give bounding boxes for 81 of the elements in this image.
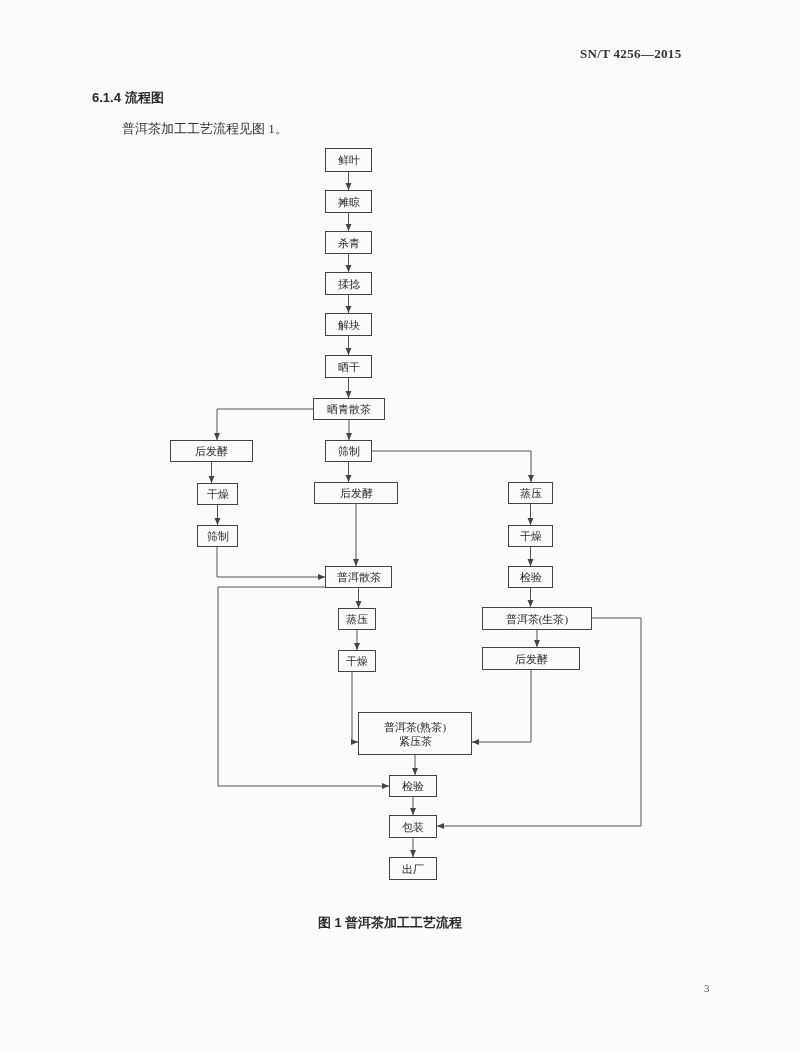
arrow	[471, 669, 532, 745]
step-label: 揉捻	[337, 276, 360, 291]
arrow	[214, 408, 314, 441]
section-heading: 6.1.4 流程图	[92, 89, 164, 107]
figure-caption: 图 1 普洱茶加工工艺流程	[316, 914, 464, 932]
arrow	[345, 212, 352, 232]
step-label: 晒青散茶	[327, 402, 371, 416]
step-label: 包装	[402, 819, 424, 834]
process-box	[325, 272, 372, 295]
arrow	[412, 754, 418, 776]
process-box	[482, 607, 592, 630]
process-box	[508, 525, 553, 547]
process-box	[170, 440, 253, 462]
process-box	[389, 815, 437, 838]
process-box	[389, 775, 437, 797]
arrow	[217, 586, 390, 789]
page-number: 3	[704, 981, 710, 996]
arrow	[353, 503, 359, 567]
step-label: 干燥	[519, 529, 542, 543]
step-label: 后发酵	[195, 444, 228, 458]
arrow	[345, 461, 352, 483]
step-label: 检验	[519, 570, 542, 584]
intro-text: 普洱茶加工工艺流程见图 1。	[122, 120, 288, 138]
step-label: 杀青	[337, 235, 360, 250]
arrow	[527, 587, 534, 608]
process-box	[197, 483, 238, 505]
process-box	[325, 190, 372, 213]
arrow	[354, 629, 360, 651]
arrow	[351, 671, 359, 745]
process-box	[313, 398, 385, 420]
process-box	[325, 231, 372, 254]
process-box	[325, 148, 372, 172]
arrow	[371, 450, 534, 483]
step-label: 鲜叶	[337, 153, 360, 167]
arrow	[534, 629, 540, 648]
arrow	[527, 503, 534, 526]
arrow	[345, 171, 352, 191]
process-box	[325, 440, 372, 462]
step-label: 后发酵	[514, 651, 548, 666]
arrow	[216, 546, 326, 580]
arrow	[527, 546, 534, 567]
step-label: 出厂	[402, 861, 424, 876]
step-label: 蒸压	[346, 612, 368, 626]
standard-number: SN/T 4256—2015	[580, 45, 682, 63]
process-box	[482, 647, 580, 670]
process-box	[338, 608, 376, 630]
step-label: 普洱茶(生茶)	[505, 611, 569, 626]
step-label: 后发酵	[339, 486, 373, 500]
step-label: 蒸压	[519, 486, 542, 500]
step-label: 普洱散茶	[336, 570, 381, 584]
step-label: 晒干	[337, 359, 360, 374]
arrow	[345, 253, 352, 273]
step-label: 摊晾	[337, 194, 360, 209]
step-label: 干燥	[206, 487, 229, 501]
step-label: 解块	[337, 317, 360, 332]
process-box	[508, 482, 553, 504]
arrow	[214, 504, 221, 526]
arrow	[346, 419, 352, 441]
arrow	[410, 796, 416, 816]
arrow	[410, 837, 416, 858]
step-label: 筛制	[206, 529, 229, 543]
process-box	[389, 857, 437, 880]
process-box	[325, 313, 372, 336]
process-box	[358, 712, 472, 755]
step-label: 紧压茶	[398, 733, 432, 748]
arrow	[345, 294, 352, 314]
step-label: 筛制	[337, 444, 360, 458]
arrow	[345, 335, 352, 356]
arrow	[345, 377, 352, 399]
process-box	[325, 566, 392, 588]
arrow	[436, 617, 642, 829]
step-label: 检验	[402, 779, 424, 793]
process-box	[338, 650, 376, 672]
step-label: 干燥	[346, 654, 368, 668]
process-box	[508, 566, 553, 588]
process-box	[314, 482, 398, 504]
step-label: 普洱茶(熟茶)	[383, 719, 447, 734]
arrow	[208, 461, 215, 484]
process-box	[197, 525, 238, 547]
arrow	[355, 587, 362, 609]
process-box	[325, 355, 372, 378]
